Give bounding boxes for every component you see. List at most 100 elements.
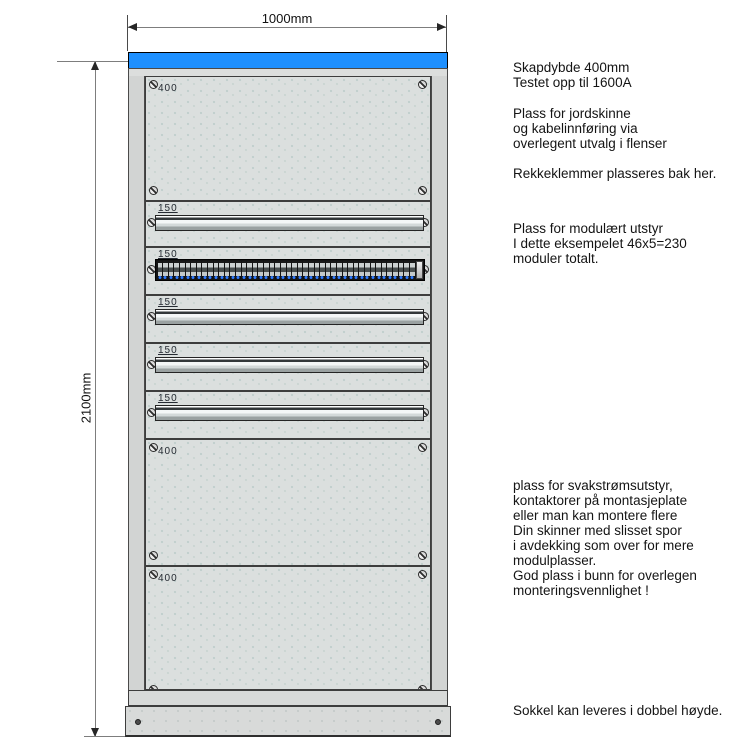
note-line: kontaktorer på montasjeplate	[513, 493, 688, 508]
breaker-module	[370, 261, 376, 279]
screw-icon	[149, 443, 158, 452]
breaker-module	[168, 261, 174, 279]
note-line: Plass for modulært utstyr	[513, 221, 664, 236]
panel-height-label: 400	[158, 573, 178, 584]
breaker-module	[359, 261, 365, 279]
dimension-extension-tick-right	[446, 15, 447, 52]
breaker-module	[219, 261, 224, 279]
panel-height-label: 150	[158, 203, 178, 214]
panel-height-label: 400	[158, 83, 178, 94]
breaker-module	[264, 261, 269, 279]
breaker-module	[292, 261, 297, 279]
breaker-module	[241, 261, 247, 279]
panel-height-label: 150	[158, 297, 178, 308]
breaker-module	[297, 261, 303, 279]
note-line: Testet opp til 1600A	[513, 75, 632, 90]
screw-icon	[135, 719, 141, 725]
breaker-row	[155, 259, 425, 281]
breaker-module	[387, 261, 393, 279]
screw-icon	[149, 685, 158, 689]
breaker-module	[196, 261, 202, 279]
note-terminals: Rekkeklemmer plasseres bak her.	[513, 166, 716, 181]
note-line: moduler totalt.	[513, 251, 599, 266]
width-dimension-label: 1000mm	[261, 11, 313, 26]
breaker-module	[202, 261, 207, 279]
breaker-module	[365, 261, 370, 279]
dimension-extension-tick-left	[127, 15, 128, 51]
panel-height-label: 400	[158, 446, 178, 457]
note-line: God plass i bunn for overlegen	[513, 568, 697, 583]
breaker-module	[185, 261, 191, 279]
note-low-voltage: plass for svakstrømsutstyr,kontaktorer p…	[513, 478, 697, 598]
screw-icon	[418, 443, 427, 452]
breaker-module	[404, 261, 409, 279]
note-line: og kabelinnføring via	[513, 121, 638, 136]
screw-icon	[418, 80, 427, 89]
breaker-module	[331, 261, 336, 279]
note-plinth: Sokkel kan leveres i dobbel høyde.	[513, 703, 722, 718]
breaker-module	[348, 261, 353, 279]
note-line: overlegent utvalg i flenser	[513, 136, 667, 151]
screw-icon	[418, 551, 427, 560]
note-line: Sokkel kan leveres i dobbel høyde.	[513, 703, 723, 718]
breaker-module	[207, 261, 213, 279]
breaker-module	[163, 261, 168, 279]
breaker-module	[157, 261, 163, 279]
panel-2-slot-150: 150	[145, 201, 431, 247]
breaker-module	[376, 261, 381, 279]
screw-icon	[149, 551, 158, 560]
breaker-module	[286, 261, 292, 279]
screw-icon	[149, 570, 158, 579]
breaker-module	[342, 261, 348, 279]
breaker-module	[398, 261, 404, 279]
breaker-module	[236, 261, 241, 279]
breaker-module	[393, 261, 398, 279]
screw-icon	[149, 80, 158, 89]
note-line: modulplasser.	[513, 553, 597, 568]
height-dimension-line	[91, 61, 99, 737]
cabinet-plinth	[125, 706, 451, 737]
panel-4-slot-150: 150	[145, 295, 431, 343]
din-cover-slot	[155, 309, 424, 325]
dimension-extension-tick-top	[57, 61, 128, 62]
panel-6-slot-150: 150	[145, 391, 431, 439]
screw-icon	[149, 186, 158, 195]
panel-height-label: 150	[158, 249, 178, 260]
height-dimension-text: 2100mm	[78, 372, 94, 424]
breaker-endcap	[416, 261, 424, 279]
dimension-extension-tick-bottom	[84, 736, 126, 737]
cabinet-right-rail	[431, 76, 448, 690]
panel-8-blank-400: 400	[145, 566, 431, 690]
breaker-module	[275, 261, 280, 279]
breaker-module	[280, 261, 286, 279]
breaker-module	[320, 261, 325, 279]
screw-icon	[418, 186, 427, 195]
din-cover-slot	[155, 357, 424, 373]
note-line: eller man kan montere flere	[513, 508, 678, 523]
breaker-module	[353, 261, 359, 279]
cabinet-bottom-rail	[128, 690, 448, 706]
breaker-module	[314, 261, 320, 279]
breaker-module	[252, 261, 258, 279]
cabinet-left-rail	[128, 76, 145, 690]
breaker-module	[325, 261, 331, 279]
breaker-module	[381, 261, 387, 279]
width-dimension-line	[128, 23, 446, 31]
breaker-module	[269, 261, 275, 279]
breaker-module	[409, 261, 415, 279]
breaker-module	[230, 261, 236, 279]
panel-1-blank-400: 400	[145, 76, 431, 201]
panel-7-blank-400: 400	[145, 439, 431, 566]
din-cover-slot	[155, 405, 424, 421]
breaker-module	[247, 261, 252, 279]
note-line: I dette eksempelet 46x5=230	[513, 236, 687, 251]
breaker-module	[191, 261, 196, 279]
breaker-module	[213, 261, 219, 279]
breaker-module	[258, 261, 264, 279]
